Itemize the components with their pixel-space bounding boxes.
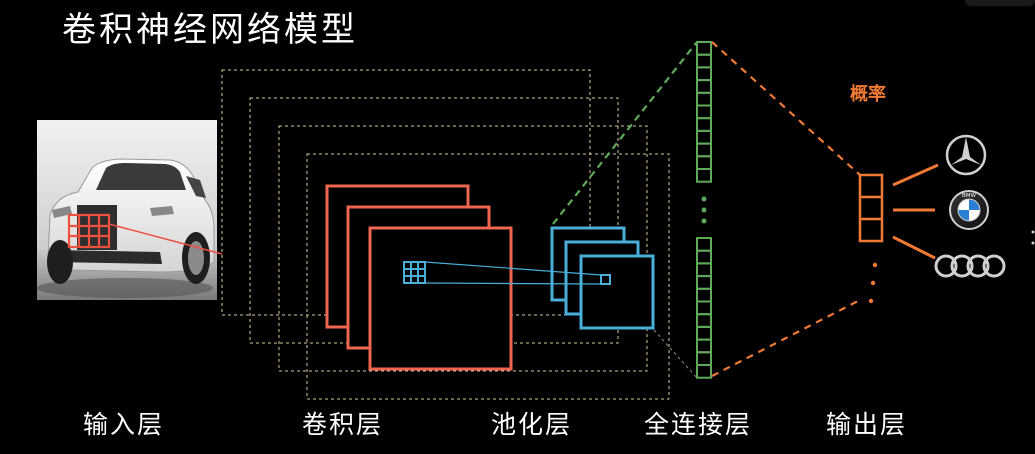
feature-plane-frames	[221, 69, 670, 400]
output-connectors	[892, 163, 939, 260]
car-headlight-right	[150, 206, 174, 216]
fc-top-neuron	[696, 79, 712, 94]
layer-label-fc: 全连接层	[644, 410, 753, 439]
output-probability-cells	[858, 173, 884, 243]
fc-top-neuron	[696, 129, 712, 145]
pool-to-fc-connector-lower	[653, 329, 698, 379]
pool-output-cell	[600, 274, 611, 285]
fc-top-neuron	[696, 91, 712, 107]
pool-to-fc-connector	[552, 41, 698, 225]
fc-column-bottom	[696, 237, 712, 379]
input-to-conv-connector	[108, 223, 223, 255]
layer-label-input: 输入层	[83, 410, 165, 439]
fc-bottom-neuron	[696, 313, 712, 328]
mercedes-benz-logo	[945, 134, 987, 176]
layer-label-pool: 池化层	[491, 410, 573, 439]
pool-map-3	[579, 254, 655, 330]
fc-column-top	[696, 41, 712, 183]
edge-artifact-dots	[1031, 230, 1035, 245]
fc-bottom-neuron	[696, 249, 712, 265]
layer-label-output: 输出层	[826, 410, 908, 439]
car-headlight-left	[52, 206, 72, 218]
car-bumper	[50, 250, 162, 264]
car-rim-rear	[188, 241, 204, 275]
layer-label-conv: 卷积层	[302, 410, 384, 439]
fc-top-neuron	[696, 41, 712, 56]
conv-kernel-grid	[403, 261, 426, 284]
output-layer	[858, 163, 939, 304]
probability-label: 概率	[850, 84, 886, 105]
fc-layer	[696, 41, 712, 379]
pool-connector-bottom	[424, 282, 602, 285]
pool-feature-maps	[550, 226, 655, 330]
car-shadow	[37, 278, 213, 298]
fc-bottom-neuron	[696, 300, 712, 316]
fc-top-neuron	[696, 66, 712, 82]
fc-bottom-neuron	[696, 338, 712, 354]
input-receptive-field-grid	[67, 213, 111, 249]
fc-bottom-neuron	[696, 325, 712, 341]
bmw-logo: BMW	[949, 190, 989, 230]
fc-bottom-neuron	[696, 364, 712, 379]
fc-to-output-connector-top	[711, 41, 861, 176]
fc-top-neuron	[696, 168, 712, 183]
input-car-image	[37, 120, 223, 300]
fc-bottom-neuron	[696, 351, 712, 366]
fc-bottom-neuron	[696, 237, 712, 252]
fc-to-output-connector-bottom	[711, 299, 861, 377]
fc-top-neuron	[696, 155, 712, 171]
car-wheel-front	[47, 240, 73, 284]
output-ellipsis-dots	[868, 262, 878, 304]
fc-top-neuron	[696, 53, 712, 69]
svg-text:BMW: BMW	[962, 193, 977, 199]
fc-ellipsis-dots	[701, 196, 707, 224]
fc-bottom-neuron	[696, 262, 712, 278]
window-corner-artifact	[965, 0, 1035, 6]
fc-top-neuron	[696, 117, 712, 132]
fc-top-neuron	[696, 142, 712, 158]
car-side-window	[186, 176, 206, 198]
page-title: 卷积神经网络模型	[62, 10, 358, 50]
pool-connector-top	[424, 261, 602, 276]
fc-top-neuron	[696, 104, 712, 120]
feature-frame-4	[306, 153, 670, 400]
car-windshield	[96, 163, 186, 190]
fc-bottom-neuron	[696, 287, 712, 303]
fc-bottom-neuron	[696, 275, 712, 290]
car-grille	[77, 205, 117, 250]
audi-logo	[934, 254, 1006, 278]
conv-map-3	[368, 226, 513, 371]
